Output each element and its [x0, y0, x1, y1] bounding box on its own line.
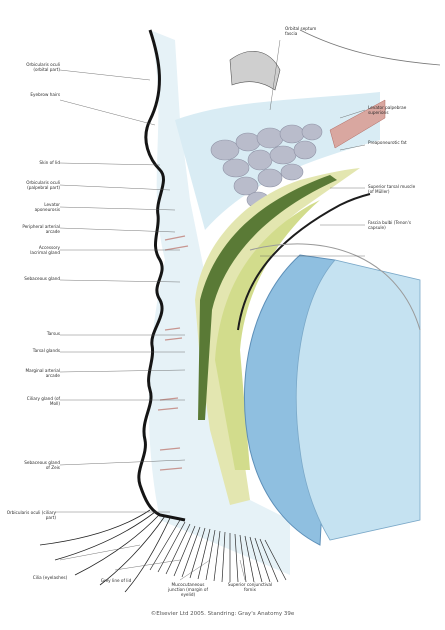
label-eyebrow: Orbicularis oculi (orbital part) — [22, 62, 60, 72]
label-orbital-septum: Orbital septum fascia — [285, 26, 325, 36]
label-peripheral-arcade: Peripheral arterial arcade — [22, 224, 60, 234]
label-tenons: Fascia bulbi (Tenon's capsule) — [368, 220, 418, 230]
label-sebaceous: Sebaceous gland — [22, 276, 60, 281]
label-levator-muscle: Levator palpebrae superioris — [368, 105, 418, 115]
label-orbicularis: Orbicularis oculi (palpebral part) — [22, 180, 60, 190]
label-skin: Skin of lid — [22, 160, 60, 165]
label-marginal-arcade: Marginal arterial arcade — [22, 368, 60, 378]
anterior-chamber — [296, 260, 420, 540]
label-mucocutaneous: Mucocutaneous junction (margin of eyelid… — [168, 582, 208, 597]
label-riolan: Orbicularis oculi (ciliary part) — [4, 510, 56, 520]
figure-caption: ©Elsevier Ltd 2005. Standring: Gray's An… — [0, 611, 445, 617]
label-accessory-gland: Accessory lacrimal gland — [22, 245, 60, 255]
label-aponeurosis: Levator aponeurosis — [22, 202, 60, 212]
label-gland-zeis: Sebaceous gland of Zeis — [22, 460, 60, 470]
label-eyebrow-hairs: Eyebrow hairs — [22, 92, 60, 97]
label-fat: Preaponeurotic fat — [368, 140, 418, 145]
label-cilia: Cilia (eyelashes) — [30, 575, 70, 580]
label-tarsal-glands: Tarsal glands — [22, 348, 60, 353]
label-tarsus: Tarsus — [22, 331, 60, 336]
label-sup-tarsal: Superior tarsal muscle (of Müller) — [368, 184, 418, 194]
label-conjunctiva: Superior conjunctival fornix — [225, 582, 275, 592]
label-grey-line: Grey line of lid — [96, 578, 136, 583]
orbital-rim — [230, 51, 280, 90]
label-ciliary-gland: Ciliary gland (of Moll) — [22, 396, 60, 406]
